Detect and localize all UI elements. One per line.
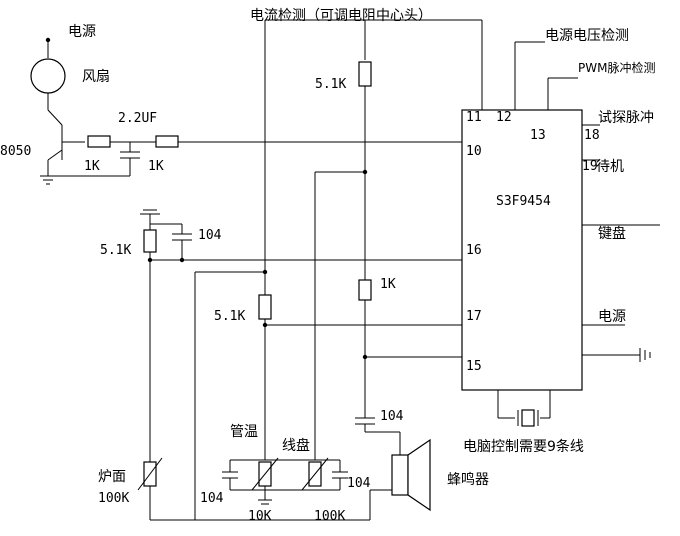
ntc-100k-label: 100K: [98, 491, 130, 506]
crystal: [521, 409, 535, 427]
resistor-1k-a: [87, 135, 111, 148]
mcu-chip: [461, 109, 583, 391]
pin-15: 15: [466, 359, 482, 374]
pc-control-label: 电脑控制需要9条线: [463, 439, 584, 455]
r-1k-b-label: 1K: [148, 159, 164, 174]
pipe-temp-label: 管温: [230, 424, 258, 440]
transistor-label: 8050: [0, 144, 32, 159]
voltage-detect-label: 电源电压检测: [545, 28, 629, 44]
resistor-1k-b: [155, 135, 179, 148]
pin-19: 19: [582, 159, 598, 174]
resistor-5.1k-mid: [258, 294, 272, 320]
pin-12: 12: [496, 110, 512, 125]
fan-label: 风扇: [82, 69, 110, 85]
coil-label: 线盘: [282, 438, 310, 454]
r-5.1k-top-label: 5.1K: [315, 77, 347, 92]
resistor-5.1k-top: [358, 61, 372, 87]
standby-label: 待机: [596, 159, 624, 175]
cap-2.2uf-label: 2.2UF: [118, 111, 158, 126]
pin-17: 17: [466, 309, 482, 324]
r-5.1k-left-label: 5.1K: [100, 243, 132, 258]
r-1k-mid-label: 1K: [380, 277, 396, 292]
pin-10: 10: [466, 144, 482, 159]
power-label-right: 电源: [598, 309, 626, 325]
ntc-100k-b-label: 100K: [314, 509, 346, 524]
cap-104-bottom-left-label: 104: [200, 491, 224, 506]
pin-16: 16: [466, 243, 482, 258]
stove-face-label: 炉面: [98, 469, 126, 485]
probe-pulse-label: 试探脉冲: [598, 110, 654, 126]
power-label-top: 电源: [68, 24, 96, 40]
pin-11: 11: [466, 110, 482, 125]
resistor-1k-mid: [358, 279, 372, 301]
r-1k-a-label: 1K: [84, 159, 100, 174]
cap-104-buzzer-label: 104: [347, 476, 371, 491]
buzzer: [391, 454, 409, 496]
resistor-5.1k-left: [143, 229, 157, 253]
r-5.1k-mid-label: 5.1K: [214, 309, 246, 324]
pin-18: 18: [584, 128, 600, 143]
ntc-10k-label: 10K: [248, 509, 272, 524]
junction-dot: [45, 37, 51, 43]
pwm-detect-label: PWM脉冲检测: [578, 61, 656, 75]
buzzer-label: 蜂鸣器: [447, 472, 489, 488]
fan-motor: [30, 58, 66, 94]
keyboard-label: 键盘: [598, 226, 626, 242]
cap-104-left-label: 104: [198, 228, 222, 243]
pin-13: 13: [530, 128, 546, 143]
current-detect-label: 电流检测（可调电阻中心头）: [250, 8, 432, 24]
cap-104-right-label: 104: [380, 409, 404, 424]
chip-label: S3F9454: [496, 194, 551, 209]
